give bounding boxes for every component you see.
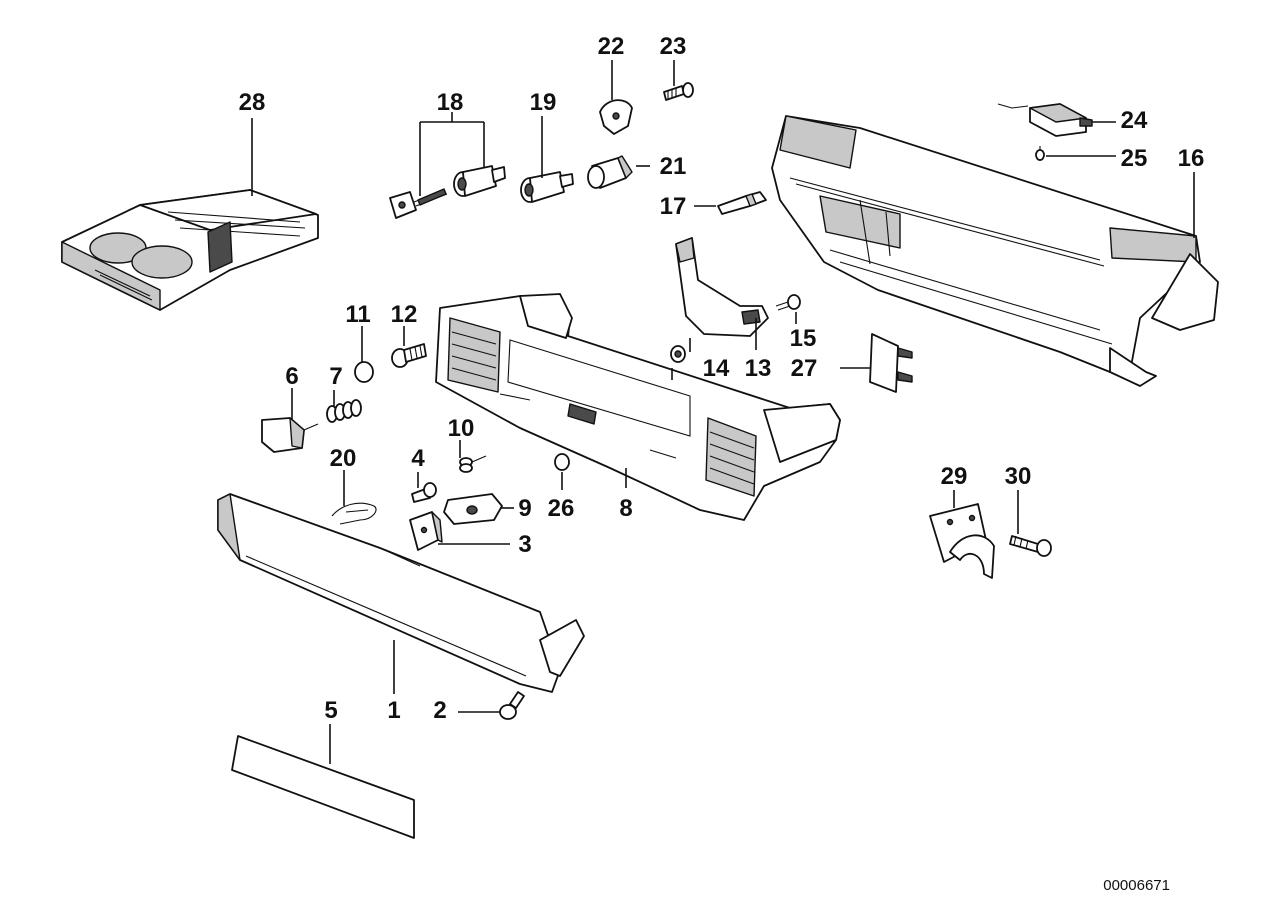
label-29: 29	[941, 463, 968, 490]
part-4-screw	[411, 482, 437, 503]
part-30-screw	[1009, 535, 1052, 557]
label-9: 9	[518, 495, 531, 522]
label-30: 30	[1005, 463, 1032, 490]
label-12: 12	[391, 301, 418, 328]
part-1-glovebox-lid	[217, 493, 585, 693]
part-17-pin	[717, 191, 767, 215]
part-9-latch	[443, 493, 503, 525]
label-5: 5	[324, 697, 337, 724]
part-19-lock-barrel	[520, 171, 574, 203]
label-18: 18	[437, 89, 464, 116]
part-2-screw	[499, 691, 525, 720]
label-15: 15	[790, 325, 817, 352]
label-10: 10	[448, 415, 475, 442]
label-26: 26	[548, 495, 575, 522]
label-16: 16	[1178, 145, 1205, 172]
part-26-cap	[554, 453, 570, 471]
part-8-vent-panel	[435, 293, 841, 521]
part-21-sleeve	[587, 155, 633, 189]
part-23-screw	[663, 82, 694, 101]
part-27-clip	[869, 333, 913, 393]
label-25: 25	[1121, 145, 1148, 172]
part-25-small-screw	[1035, 146, 1045, 161]
part-6-handle	[261, 417, 319, 453]
part-28-cupholder	[61, 189, 319, 311]
label-28: 28	[239, 89, 266, 116]
leader-lines	[251, 60, 1195, 764]
part-20-wire-clip	[331, 502, 377, 525]
part-22-latch-plate	[599, 99, 633, 135]
part-18-lock-cylinder-key	[389, 165, 506, 219]
label-6: 6	[285, 363, 298, 390]
part-3-hinge	[409, 511, 443, 551]
label-17: 17	[660, 193, 687, 220]
part-14-grommet	[670, 345, 686, 363]
part-10-spring	[459, 455, 487, 473]
label-27: 27	[791, 355, 818, 382]
label-11: 11	[345, 301, 370, 328]
part-7-spring	[326, 399, 362, 423]
label-19: 19	[530, 89, 557, 116]
label-7: 7	[329, 363, 342, 390]
label-21: 21	[660, 153, 687, 180]
label-8: 8	[619, 495, 632, 522]
part-labels: 28 18 19 22 23 21 17 24 25 16 11 12 15 1…	[239, 33, 1205, 724]
label-14: 14	[703, 355, 730, 382]
part-15-screw	[775, 294, 801, 311]
part-24-switch	[997, 103, 1093, 137]
label-2: 2	[433, 697, 446, 724]
part-16-glovebox-housing	[771, 115, 1219, 387]
label-13: 13	[745, 355, 772, 382]
label-4: 4	[411, 445, 425, 472]
document-number: 00006671	[1103, 877, 1170, 894]
label-20: 20	[330, 445, 357, 472]
part-5-trim-strip	[231, 735, 415, 839]
label-1: 1	[387, 697, 400, 724]
part-11-cap	[354, 361, 374, 383]
part-13-bracket	[675, 237, 769, 337]
label-22: 22	[598, 33, 625, 60]
label-23: 23	[660, 33, 687, 60]
label-3: 3	[518, 531, 531, 558]
part-29-lock-plate	[929, 503, 995, 579]
part-12-screw	[391, 343, 427, 368]
label-24: 24	[1121, 107, 1148, 134]
